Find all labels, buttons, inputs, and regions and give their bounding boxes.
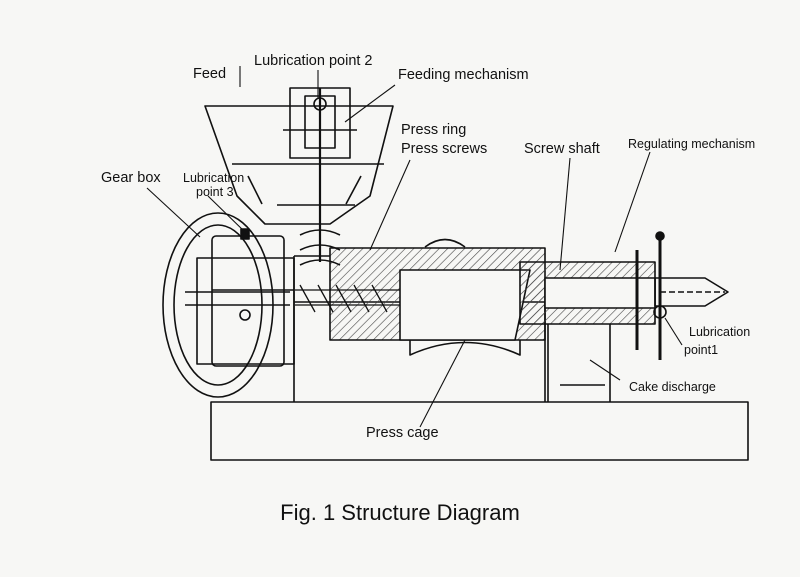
label-press-ring: Press ring — [401, 122, 467, 138]
press-cage-outline — [409, 340, 521, 356]
label-regulating-mechanism: Regulating mechanism — [628, 137, 756, 151]
label-gear-box: Gear box — [101, 170, 161, 186]
leader-lines — [146, 66, 683, 428]
label-lubrication-point-3-line2: point 3 — [196, 185, 234, 199]
label-lubrication-point-2: Lubrication point 2 — [254, 53, 373, 69]
label-cake-discharge: Cake discharge — [629, 380, 716, 394]
label-feed: Feed — [193, 66, 227, 82]
label-screw-shaft: Screw shaft — [524, 141, 600, 157]
screw-flights — [295, 284, 400, 313]
cake-discharge-chute — [547, 324, 611, 402]
feed-hopper — [204, 105, 394, 225]
label-press-screws: Press screws — [401, 141, 488, 157]
label-feeding-mechanism: Feeding mechanism — [398, 67, 529, 83]
label-lubrication-point-1-line2: point1 — [684, 343, 719, 357]
label-lubrication-point-3-line1: Lubrication — [183, 171, 245, 185]
figure-caption: Fig. 1 Structure Diagram — [280, 500, 520, 525]
label-press-cage: Press cage — [366, 425, 439, 441]
machine-base — [210, 401, 749, 461]
label-lubrication-point-1-line1: Lubrication — [689, 325, 751, 339]
